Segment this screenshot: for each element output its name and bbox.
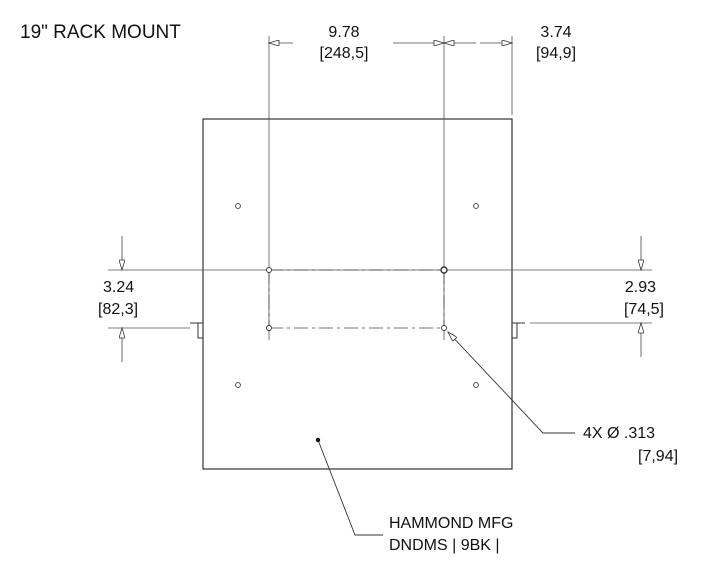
part-label-model: DNDMS | 9BK | — [389, 537, 500, 554]
left-flange-tab — [190, 322, 203, 339]
panel-screw-holes — [235, 203, 479, 388]
dim-flange-offset-mm: [74,5] — [623, 301, 664, 318]
drawing-title: 19" RACK MOUNT — [20, 22, 181, 43]
mounting-holes — [266, 266, 448, 331]
hole-callout-spec: 4X Ø .313 — [583, 425, 656, 442]
extension-lines-horizontal — [108, 269, 652, 329]
panel-outline — [202, 118, 513, 470]
panel-screw-hole — [235, 203, 241, 209]
part-label-manufacturer: HAMMOND MFG — [389, 515, 514, 532]
panel-screw-hole — [473, 382, 479, 388]
panel-screw-hole — [473, 203, 479, 209]
dim-edge-offset-inch: 3.74 — [540, 24, 572, 41]
dim-vertical-spacing-mm: [82,3] — [98, 301, 139, 318]
dim-vertical-spacing-inch: 3.24 — [103, 279, 135, 296]
panel-screw-hole — [235, 382, 241, 388]
extension-lines-vertical — [268, 36, 513, 340]
hole-callout-leader — [448, 332, 575, 434]
mounting-hole — [266, 267, 272, 273]
right-flange-tab — [512, 322, 525, 339]
dim-horizontal-spacing-inch: 9.78 — [328, 24, 360, 41]
hole-callout-mm: [7,94] — [638, 448, 679, 465]
hole-centerlines — [268, 269, 445, 329]
mounting-hole — [441, 325, 447, 331]
dim-horizontal-spacing-mm: [248,5] — [319, 45, 369, 62]
mounting-hole — [266, 325, 272, 331]
mounting-hole — [440, 266, 448, 274]
dim-flange-offset-inch: 2.93 — [624, 279, 656, 296]
dim-edge-offset-mm: [94,9] — [535, 45, 577, 62]
part-label-leader — [315, 437, 383, 536]
